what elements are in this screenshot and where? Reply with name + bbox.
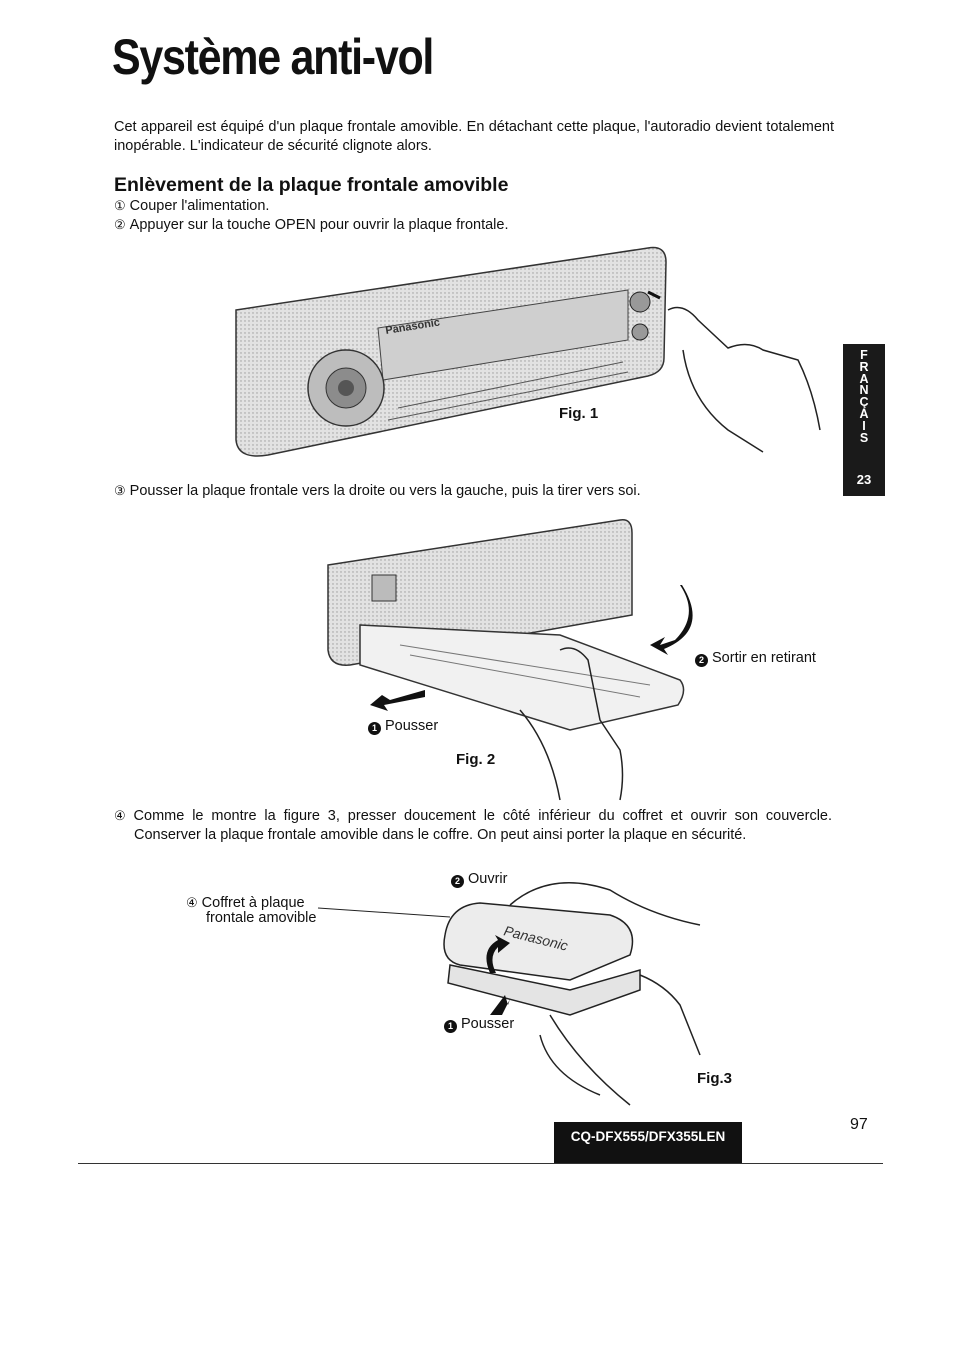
pull-arrow-icon	[650, 585, 693, 655]
callout-number-badge: 2	[451, 875, 464, 888]
language-tab-number: 23	[856, 472, 872, 487]
page-title: Système anti-vol	[112, 29, 434, 85]
detached-faceplate	[359, 624, 685, 731]
fig3-label: Fig.3	[697, 1070, 732, 1087]
fig2-illustration: Fig. 2	[327, 519, 693, 801]
push-up-arrow-icon	[490, 995, 510, 1015]
step-number: ①	[114, 198, 126, 213]
footer-rule	[78, 1163, 883, 1164]
step-number: ④	[114, 808, 130, 823]
intro-paragraph: Cet appareil est équipé d'un plaque fron…	[114, 119, 834, 154]
open-button	[629, 291, 651, 313]
callout-number-badge: 2	[695, 654, 708, 667]
step-number: ③	[114, 483, 126, 498]
hand	[519, 647, 624, 801]
fig1-label: Fig. 1	[559, 405, 598, 422]
callout-text: Sortir en retirant	[712, 650, 816, 666]
callout-text: Pousser	[385, 718, 439, 734]
callout-text: Pousser	[461, 1016, 515, 1032]
radio-display	[377, 289, 629, 381]
callout-text: Ouvrir	[468, 871, 508, 887]
fig1-illustration: Panasonic Fig. 1	[235, 246, 821, 457]
finger-hand	[667, 306, 821, 453]
step-text: Pousser la plaque frontale vers la droit…	[129, 483, 641, 499]
language-tab-letter: F	[860, 348, 868, 362]
callout-number-badge: 1	[444, 1020, 457, 1033]
case-label-line2: frontale amovible	[206, 910, 317, 926]
section-heading: Enlèvement de la plaque frontale amovibl…	[114, 174, 509, 196]
step-text-line2: Conserver la plaque frontale amovible da…	[134, 827, 747, 843]
fig2-callout-pull: 2 Sortir en retirant	[695, 650, 816, 667]
open-arrow-icon	[486, 935, 510, 973]
step-text: Couper l'alimentation.	[129, 198, 270, 214]
callout-number-badge: 1	[368, 722, 381, 735]
fig3-callout-open: 2 Ouvrir	[451, 871, 507, 888]
language-tab-letter: Ç	[859, 395, 869, 410]
language-tab-letter: A	[859, 371, 869, 386]
fig3-illustration: Panasonic Fig.3	[317, 881, 732, 1106]
push-arrow-icon	[370, 690, 425, 711]
language-tab-letter: R	[859, 359, 869, 374]
language-tab-letter: N	[859, 383, 869, 398]
language-tab-letter: I	[862, 418, 866, 433]
step-number: ②	[114, 217, 126, 232]
page-number: 97	[850, 1116, 868, 1133]
step-text-line1: Comme le montre la figure 3, presser dou…	[133, 808, 833, 824]
language-tab-letter: S	[859, 430, 869, 445]
model-number-box: CQ-DFX555/DFX355LEN	[554, 1122, 742, 1164]
case-label-line1: Coffret à plaque	[201, 895, 305, 911]
step-text: Appuyer sur la touche OPEN pour ouvrir l…	[129, 217, 509, 233]
fig2-label: Fig. 2	[456, 751, 495, 768]
case-label-number: ④	[186, 895, 198, 910]
case-leader-line	[317, 907, 451, 918]
fig3-callout-push: 1 Pousser	[444, 1016, 514, 1033]
fig2-callout-push: 1 Pousser	[368, 718, 438, 735]
language-tab-letter: A	[859, 406, 869, 421]
hands	[509, 881, 701, 1106]
